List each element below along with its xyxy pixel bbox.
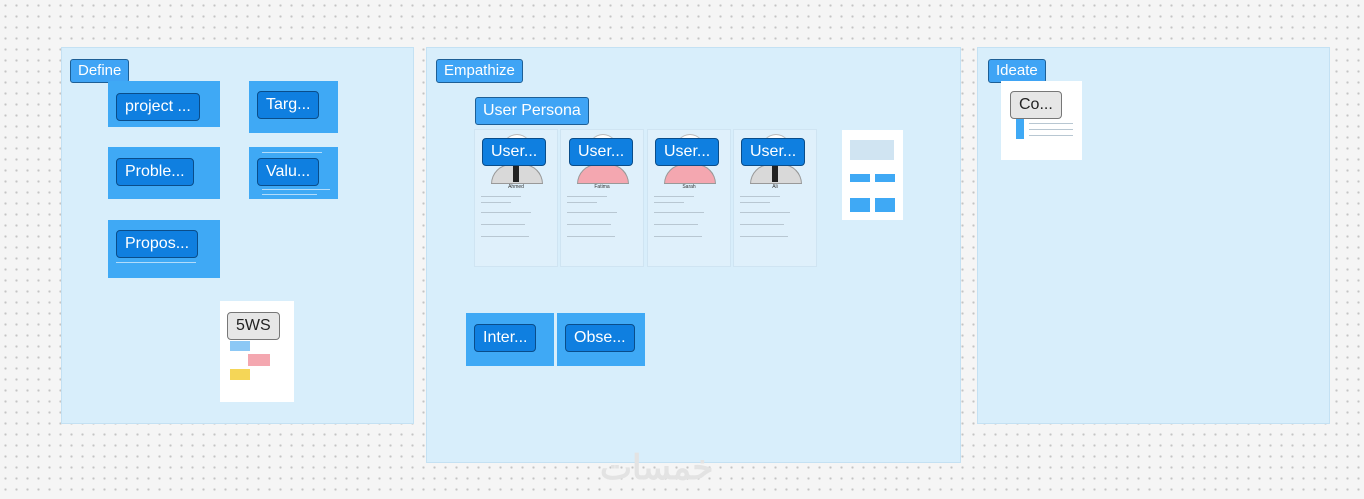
persona-label-2[interactable]: User... [569,138,634,166]
target-label[interactable]: Targ... [257,91,320,119]
persona-label-1[interactable]: User... [482,138,547,166]
value-label[interactable]: Valu... [257,158,320,186]
persona-name: Fatima [594,184,610,190]
persona-label-4[interactable]: User... [741,138,806,166]
ideate-section-title[interactable]: Ideate [988,59,1046,83]
empathize-section-title[interactable]: Empathize [436,59,523,83]
interview-label[interactable]: Inter... [474,324,537,352]
watermark-logo: خمسات [600,449,714,487]
5ws-label[interactable]: 5WS [227,312,280,340]
persona-name: Sarah [682,184,696,190]
problem-label[interactable]: Proble... [116,158,194,186]
empathy-map-document[interactable] [842,130,903,220]
project-label[interactable]: project ... [116,93,200,121]
user-persona-title[interactable]: User Persona [475,97,589,125]
persona-name: Ahmed [508,184,524,190]
proposal-label[interactable]: Propos... [116,230,199,258]
persona-name: Ali [772,184,778,190]
define-section-title[interactable]: Define [70,59,130,83]
concept-label[interactable]: Co... [1010,91,1062,119]
persona-label-3[interactable]: User... [655,138,720,166]
observation-label[interactable]: Obse... [565,324,635,352]
